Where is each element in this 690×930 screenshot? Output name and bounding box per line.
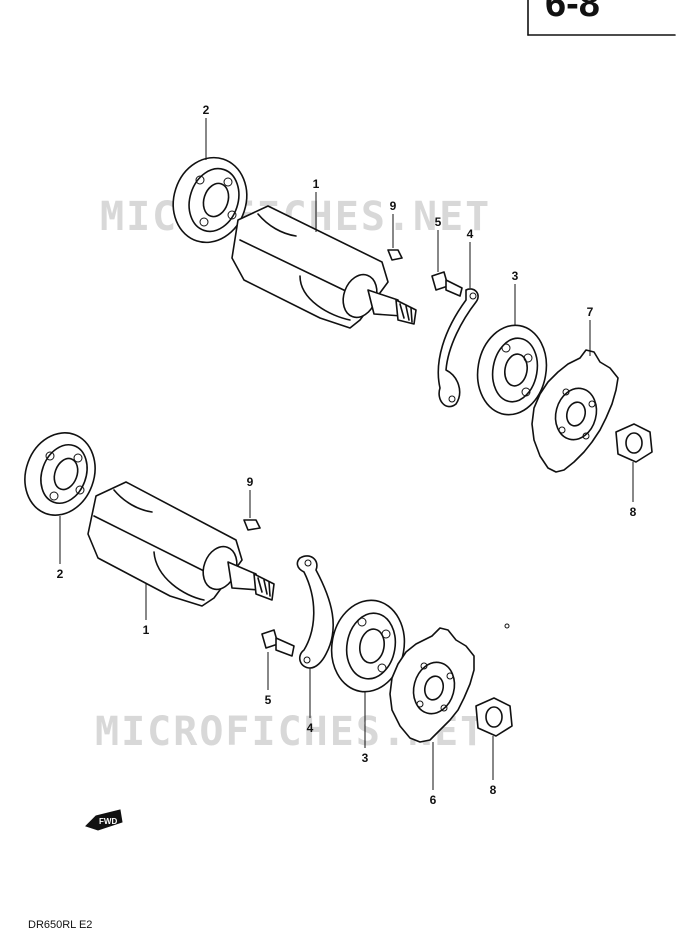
lower-balancer-shaft [87, 481, 275, 607]
upper-label-1: 1 [313, 177, 320, 191]
upper-bolt [431, 271, 463, 297]
lower-gear [389, 627, 475, 743]
lower-label-1: 1 [143, 623, 150, 637]
fwd-arrow: FWD [85, 809, 123, 831]
upper-label-5: 5 [435, 215, 442, 229]
lower-label-6: 6 [430, 793, 437, 807]
upper-label-9: 9 [390, 199, 397, 213]
lower-bolt [261, 629, 295, 657]
upper-label-2: 2 [203, 103, 210, 117]
lower-retainer [296, 555, 334, 669]
upper-label-3: 3 [512, 269, 519, 283]
lower-bearing-left [24, 432, 96, 516]
page-code-box: 6-8 [527, 0, 676, 36]
page-code: 6-8 [545, 0, 600, 25]
lower-assembly: 2 1 9 5 4 3 6 8 [24, 432, 513, 807]
lower-label-9: 9 [247, 475, 254, 489]
stray-mark [504, 623, 510, 629]
upper-key [387, 249, 403, 261]
upper-gear [531, 349, 619, 473]
upper-bearing-right [476, 324, 548, 416]
upper-balancer-shaft [231, 205, 417, 329]
footer-code: DR650RL E2 [28, 919, 92, 930]
lower-key [243, 519, 261, 531]
lower-label-5: 5 [265, 693, 272, 707]
lower-label-3: 3 [362, 751, 369, 765]
lower-bearing-right [330, 599, 406, 693]
lower-label-8: 8 [490, 783, 497, 797]
upper-label-8: 8 [630, 505, 637, 519]
lower-nut [475, 697, 513, 737]
upper-label-7: 7 [587, 305, 594, 319]
upper-label-4: 4 [467, 227, 474, 241]
lower-label-4: 4 [307, 721, 314, 735]
upper-nut [615, 423, 653, 463]
fwd-label: FWD [99, 817, 117, 826]
upper-retainer [437, 288, 479, 408]
upper-bearing-left [172, 156, 248, 244]
lower-label-2: 2 [57, 567, 64, 581]
upper-assembly: 2 1 9 5 4 3 7 8 [172, 103, 653, 519]
